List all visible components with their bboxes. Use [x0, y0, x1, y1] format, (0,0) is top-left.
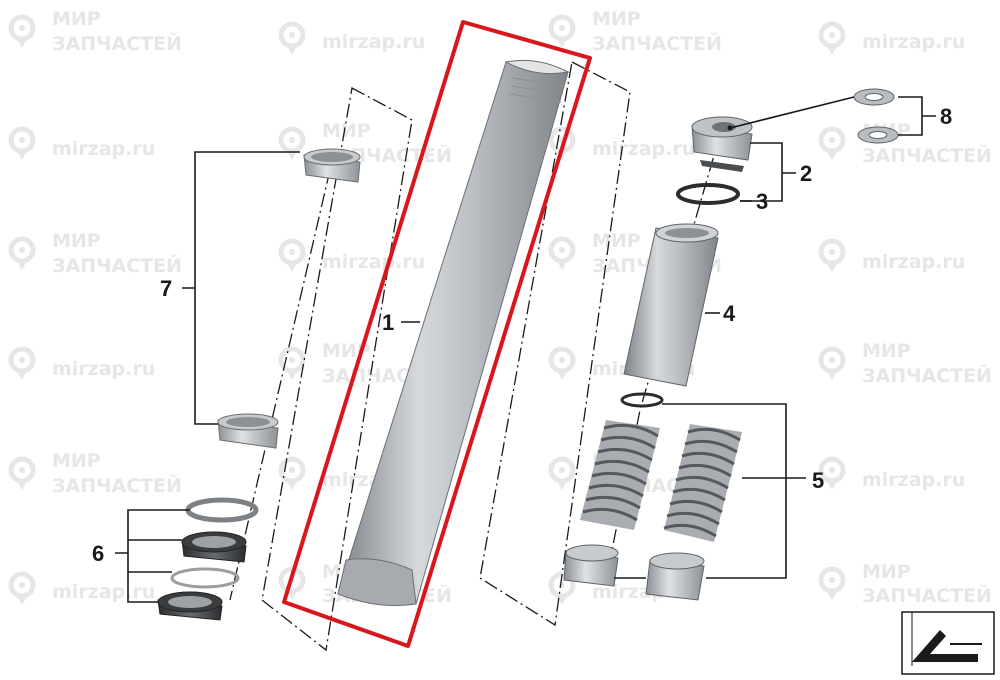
highlight-frame	[282, 20, 592, 648]
spring-seat-right[interactable]	[645, 552, 705, 601]
svg-text:mirzap.ru: mirzap.ru	[862, 251, 965, 273]
spring-washer[interactable]	[620, 392, 664, 408]
o-ring[interactable]	[676, 183, 740, 205]
leader-line-8a	[729, 96, 855, 129]
leader-bracket-6	[115, 509, 190, 603]
watermark-url: mirzap.ru	[821, 24, 965, 55]
fork-tube[interactable]	[337, 59, 570, 607]
shim-washer-upper[interactable]	[853, 88, 895, 106]
svg-text:mirzap.ru: mirzap.ru	[52, 358, 155, 380]
watermark-url: mirzap.ru	[281, 241, 425, 273]
watermark-brand: МИР ЗАПЧАСТЕЙ	[11, 8, 182, 55]
svg-text:mirzap.ru: mirzap.ru	[52, 581, 155, 603]
axis-line-left	[229, 169, 331, 601]
svg-text:ЗАПЧАСТЕЙ: ЗАПЧАСТЕЙ	[862, 364, 992, 387]
leader-bracket-2	[740, 142, 796, 202]
callout-2: 2	[800, 161, 812, 186]
leader-bracket-7	[182, 151, 300, 425]
svg-text:ЗАПЧАСТЕЙ: ЗАПЧАСТЕЙ	[52, 254, 182, 277]
watermark-url: mirzap.ru	[11, 574, 155, 605]
dust-seal[interactable]	[181, 531, 247, 563]
callout-6: 6	[92, 541, 104, 566]
svg-text:ЗАПЧАСТЕЙ: ЗАПЧАСТЕЙ	[52, 32, 182, 55]
watermark-brand: МИР ЗАПЧАСТЕЙ	[821, 120, 992, 167]
callout-7: 7	[160, 276, 172, 301]
assembly-outline-left	[261, 87, 413, 652]
watermark-url: mirzap.ru	[821, 241, 965, 273]
fork-spring-right[interactable]	[663, 424, 742, 542]
svg-text:mirzap.ru: mirzap.ru	[862, 31, 965, 53]
svg-text:МИР: МИР	[862, 340, 911, 362]
watermark-brand: МИР ЗАПЧАСТЕЙ	[551, 8, 722, 55]
screw-cap[interactable]	[691, 116, 753, 172]
svg-text:ЗАПЧАСТЕЙ: ЗАПЧАСТЕЙ	[862, 584, 992, 607]
watermark-url: mirzap.ru	[551, 129, 695, 160]
svg-text:МИР: МИР	[592, 8, 641, 30]
oil-seal[interactable]	[157, 591, 223, 621]
spring-seat-left[interactable]	[563, 544, 619, 587]
washer-ring[interactable]	[185, 497, 259, 523]
leader-bracket-8	[898, 96, 936, 136]
svg-text:МИР: МИР	[322, 120, 371, 142]
callout-4: 4	[723, 301, 736, 326]
spacer-tube[interactable]	[623, 223, 719, 387]
leader-bracket-5	[614, 403, 806, 579]
svg-text:ЗАПЧАСТЕЙ: ЗАПЧАСТЕЙ	[52, 474, 182, 497]
leader-dot-8	[727, 125, 733, 131]
svg-text:МИР: МИР	[862, 561, 911, 583]
callout-5: 5	[812, 468, 824, 493]
watermark-url: mirzap.ru	[821, 459, 965, 491]
back-arrow-icon[interactable]	[901, 611, 995, 675]
callout-8: 8	[940, 104, 952, 129]
svg-text:ЗАПЧАСТЕЙ: ЗАПЧАСТЕЙ	[862, 144, 992, 167]
watermark-url: mirzap.ru	[11, 349, 155, 380]
watermark-brand: МИР ЗАПЧАСТЕЙ	[821, 561, 992, 607]
watermark-url: mirzap.ru	[281, 24, 425, 55]
fork-spring-left[interactable]	[580, 420, 660, 530]
svg-text:mirzap.ru: mirzap.ru	[52, 138, 155, 160]
watermark-brand: МИР ЗАПЧАСТЕЙ	[11, 450, 182, 497]
svg-text:МИР: МИР	[52, 8, 101, 30]
svg-text:mirzap.ru: mirzap.ru	[592, 138, 695, 160]
bushing-upper[interactable]	[303, 148, 361, 183]
watermark-brand: МИР ЗАПЧАСТЕЙ	[821, 340, 992, 387]
shim-washer-lower[interactable]	[857, 126, 899, 144]
assembly-outline-right	[479, 61, 631, 627]
svg-text:МИР: МИР	[52, 450, 101, 472]
bushing-lower[interactable]	[217, 413, 279, 449]
watermark-url: mirzap.ru	[11, 129, 155, 160]
watermark-layer: МИР ЗАПЧАСТЕЙ mirzap.ru МИР ЗАПЧАСТЕЙ mi…	[11, 8, 992, 607]
svg-text:mirzap.ru: mirzap.ru	[322, 251, 425, 273]
svg-text:МИР: МИР	[52, 230, 101, 252]
callout-1: 1	[382, 310, 394, 335]
svg-text:МИР: МИР	[592, 230, 641, 252]
svg-text:mirzap.ru: mirzap.ru	[322, 31, 425, 53]
svg-text:mirzap.ru: mirzap.ru	[862, 469, 965, 491]
svg-text:ЗАПЧАСТЕЙ: ЗАПЧАСТЕЙ	[592, 32, 722, 55]
retaining-clip[interactable]	[170, 567, 240, 589]
callout-3: 3	[756, 189, 768, 214]
watermark-brand: МИР ЗАПЧАСТЕЙ	[11, 230, 182, 277]
